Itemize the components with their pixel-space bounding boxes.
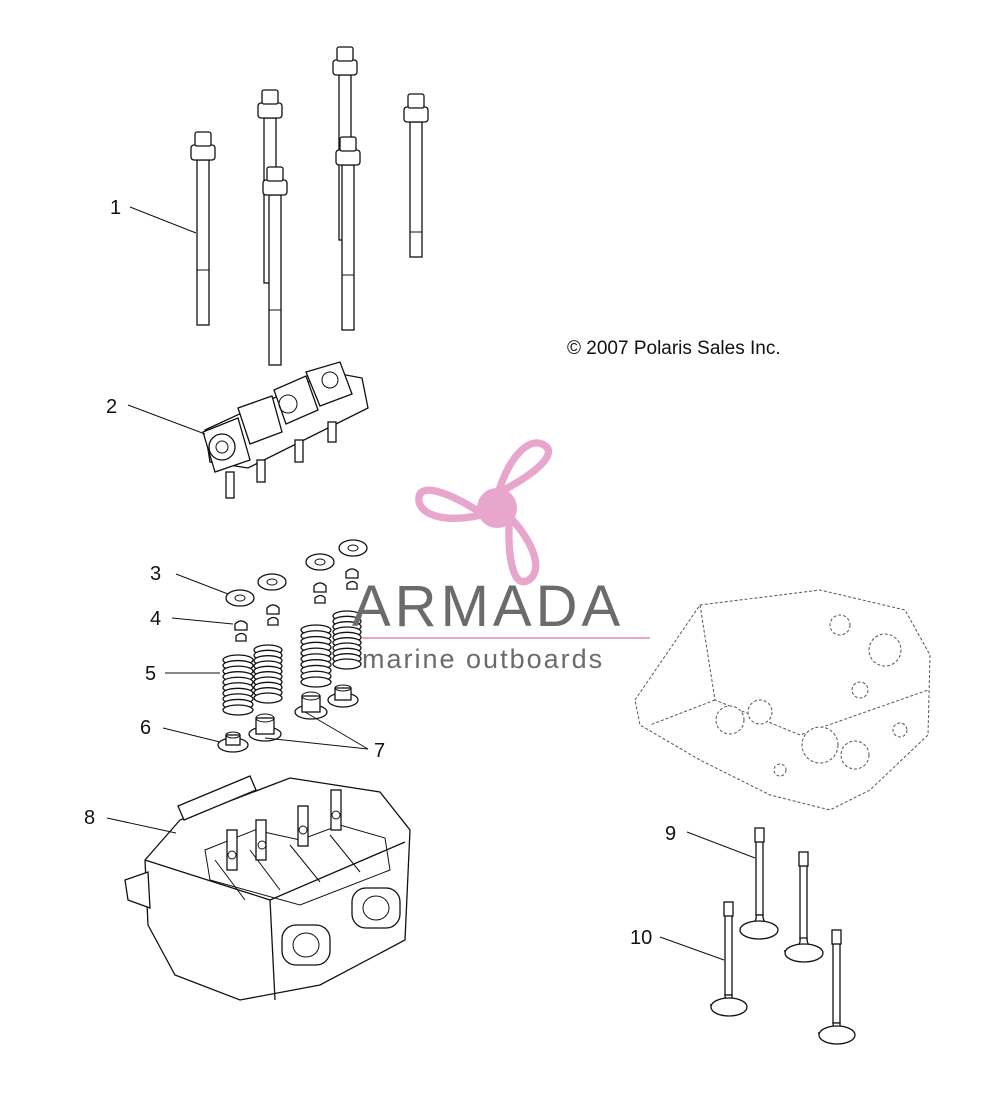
retainer: [225, 589, 255, 607]
intake-valve: [783, 851, 824, 963]
valve-spring: [253, 644, 283, 704]
intake-valve: [739, 827, 779, 940]
head-bolt: [262, 166, 288, 366]
retainer: [338, 539, 368, 557]
valve-keepers: [234, 568, 359, 642]
propeller-blade: [495, 439, 553, 494]
propeller-hub: [477, 488, 517, 528]
callout-1: 1: [110, 197, 121, 219]
valves: [709, 827, 856, 1045]
head-bolt: [335, 136, 361, 331]
callout-5: 5: [145, 663, 156, 685]
cylinder-head: [124, 775, 411, 1001]
callout-labels: 1 2 3 4 5 6 7 8 9 10: [84, 197, 676, 949]
valve-springs: [222, 610, 362, 716]
callout-2: 2: [106, 396, 117, 418]
retainer: [257, 573, 287, 591]
cylinder-head-underside: [634, 589, 931, 811]
stem-seal: [248, 713, 282, 742]
keeper: [234, 620, 248, 642]
callout-3: 3: [150, 563, 161, 585]
spring-coil: [253, 692, 283, 704]
callout-7: 7: [374, 740, 385, 762]
callout-6: 6: [140, 717, 151, 739]
valve-spring: [300, 624, 332, 688]
head-bolts: [190, 46, 429, 366]
copyright-notice: © 2007 Polaris Sales Inc.: [567, 338, 781, 359]
stem-seal: [217, 731, 249, 753]
callout-8: 8: [84, 807, 95, 829]
spring-coil: [222, 704, 254, 716]
valve-spring: [332, 610, 362, 670]
spring-coil: [300, 676, 332, 688]
callout-10: 10: [630, 927, 652, 949]
watermark-brand: ARMADA: [352, 574, 625, 639]
valve-spring-retainers: [225, 539, 368, 607]
exhaust-valve: [709, 901, 748, 1017]
rocker-arm-assembly: [202, 361, 369, 499]
propeller-blade: [415, 486, 483, 522]
watermark-tagline: marine outboards: [362, 644, 605, 674]
retainer: [305, 553, 335, 571]
head-bolt: [190, 131, 216, 326]
spring-coil: [332, 658, 362, 670]
keeper: [313, 582, 327, 604]
leader-lines: [106, 206, 756, 961]
valve-spring: [222, 654, 254, 716]
exhaust-valve: [817, 929, 856, 1045]
callout-9: 9: [665, 823, 676, 845]
callout-4: 4: [150, 608, 161, 630]
head-bolt: [403, 93, 429, 258]
valve-stem-seals: [217, 684, 359, 753]
propeller-logo: [362, 439, 650, 639]
stem-seal: [327, 684, 359, 708]
keeper: [345, 568, 359, 590]
stem-seal: [294, 691, 328, 720]
propeller-blade: [505, 516, 540, 586]
keeper: [266, 604, 280, 626]
